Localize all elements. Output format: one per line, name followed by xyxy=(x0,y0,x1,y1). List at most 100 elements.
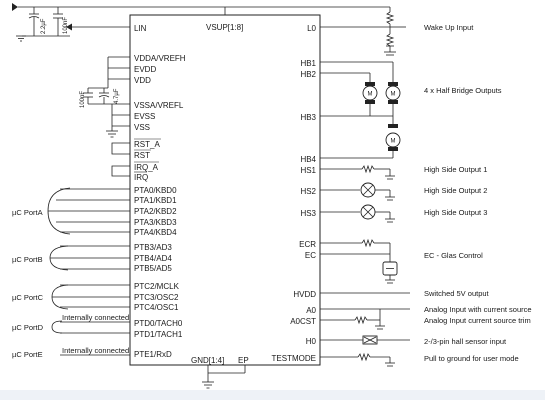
pin-vdd: VDD xyxy=(134,76,151,85)
hs1-circuit xyxy=(320,164,395,180)
chip-vsup-label: VSUP[1:8] xyxy=(206,23,243,32)
pin-pta1: PTA1/KBD1 xyxy=(134,196,177,205)
pin-ptc3: PTC3/OSC2 xyxy=(134,293,179,302)
pin-hb1: HB1 xyxy=(300,59,316,68)
right-pin-labels: L0 HB1 HB2 HB3 HB4 HS1 HS2 HS3 ECR EC HV… xyxy=(272,24,317,363)
resistor-icon xyxy=(357,352,371,362)
motor-label: M xyxy=(391,139,396,145)
hs2-label: High Side Output 2 xyxy=(424,186,487,195)
testmode-label: Pull to ground for user mode xyxy=(424,354,519,363)
resistor-icon xyxy=(385,33,395,47)
resistor-icon xyxy=(385,11,395,25)
port-e-label: µC PortE xyxy=(12,350,43,359)
half-bridge-circuit: M M M xyxy=(320,61,401,159)
ec-circuit xyxy=(320,238,398,284)
cap-100n-vdd-label: 100nF xyxy=(80,91,86,108)
left-pin-labels: LIN VDDA/VREFH EVDD VDD VSSA/VREFL EVSS … xyxy=(134,24,186,359)
resistor-icon xyxy=(361,238,375,248)
port-d-label: µC PortD xyxy=(12,323,44,332)
pin-vss: VSS xyxy=(134,123,150,132)
pin-rst-a: RST_A xyxy=(134,140,160,149)
pin-irq-a: IRQ_A xyxy=(134,163,159,172)
pin-ptc4: PTC4/OSC1 xyxy=(134,303,179,312)
hs1-label: High Side Output 1 xyxy=(424,165,487,174)
pin-lin: LIN xyxy=(134,24,147,33)
a0cst-label: Analog Input current source trim xyxy=(424,316,531,325)
chip-gnd-label: GND[1:4] xyxy=(191,356,224,365)
irq-loop xyxy=(111,165,130,177)
vdd-decoupling: 100nF 4.7µF xyxy=(80,56,130,138)
pin-ptc2: PTC2/MCLK xyxy=(134,282,180,291)
port-b-bus xyxy=(49,245,130,271)
pin-ptd0: PTD0/TACH0 xyxy=(134,319,183,328)
pin-testmode: TESTMODE xyxy=(272,354,316,363)
hvdd-label: Switched 5V output xyxy=(424,289,490,298)
internal-note-d: Internally connected xyxy=(62,313,129,322)
pin-ptb3: PTB3/AD3 xyxy=(134,243,172,252)
wake-up-circuit xyxy=(320,7,406,56)
hs2-circuit xyxy=(320,182,395,201)
chip-ground xyxy=(202,365,246,389)
footer-bar xyxy=(0,390,545,400)
pin-ecr: ECR xyxy=(299,240,316,249)
lin-arrow-icon xyxy=(66,23,72,31)
pin-ptb5: PTB5/AD5 xyxy=(134,264,172,273)
pin-hvdd: HVDD xyxy=(293,290,316,299)
port-b-label: µC PortB xyxy=(12,255,43,264)
pin-pte1: PTE1/RxD xyxy=(134,350,172,359)
port-c-bus xyxy=(51,284,130,310)
half-bridge-label: 4 x Half Bridge Outputs xyxy=(424,86,502,95)
rst-loop xyxy=(111,142,130,155)
capacitor-plate-curved xyxy=(98,95,110,98)
port-a-bus xyxy=(47,187,130,235)
pin-pta0: PTA0/KBD0 xyxy=(134,186,177,195)
pin-a0: A0 xyxy=(306,306,316,315)
pin-hs3: HS3 xyxy=(300,209,316,218)
pin-hs2: HS2 xyxy=(300,187,316,196)
hs3-circuit xyxy=(320,204,395,223)
pin-vdda: VDDA/VREFH xyxy=(134,54,186,63)
pin-rst: RST xyxy=(134,151,150,160)
chip-ep-label: EP xyxy=(238,356,249,365)
pin-hb2: HB2 xyxy=(300,70,316,79)
motor-label: M xyxy=(391,92,396,98)
pin-hb4: HB4 xyxy=(300,155,316,164)
port-d-bus xyxy=(51,320,130,334)
hs3-label: High Side Output 3 xyxy=(424,208,487,217)
pin-l0: L0 xyxy=(307,24,316,33)
pin-vssa: VSSA/VREFL xyxy=(134,101,184,110)
pin-evdd: EVDD xyxy=(134,65,156,74)
pin-pta4: PTA4/KBD4 xyxy=(134,228,177,237)
pin-a0cst: A0CST xyxy=(290,317,316,326)
pin-h0: H0 xyxy=(306,337,317,346)
a0-label: Analog Input with current source xyxy=(424,305,532,314)
analog-input-circuit xyxy=(320,308,410,330)
pin-hs1: HS1 xyxy=(300,166,316,175)
chip-body xyxy=(129,14,321,366)
pin-ptd1: PTD1/TACH1 xyxy=(134,330,183,339)
resistor-icon xyxy=(361,164,375,174)
pin-pta3: PTA3/KBD3 xyxy=(134,218,177,227)
pin-irq: IRQ xyxy=(134,173,148,182)
pin-evss: EVSS xyxy=(134,112,155,121)
ec-label: EC - Glas Control xyxy=(424,251,483,260)
resistor-icon xyxy=(354,315,368,325)
supply-capacitors: 2.2µF 100nF xyxy=(12,3,390,42)
hall-sensor-circuit xyxy=(320,335,410,345)
pin-ptb4: PTB4/AD4 xyxy=(134,254,172,263)
capacitor-plate-curved xyxy=(28,16,40,19)
pin-pta2: PTA2/KBD2 xyxy=(134,207,177,216)
testmode-circuit xyxy=(320,352,395,367)
pin-ec: EC xyxy=(305,251,316,260)
motor-label: M xyxy=(368,92,373,98)
port-a-label: µC PortA xyxy=(12,208,43,217)
port-c-label: µC PortC xyxy=(12,293,44,302)
pin-hb3: HB3 xyxy=(300,113,316,122)
cap-4u7-label: 4.7µF xyxy=(114,88,120,104)
cap-2u2-label: 2.2µF xyxy=(41,18,47,34)
vsup-arrow-icon xyxy=(12,3,18,11)
cap-100n-label: 100nF xyxy=(63,17,69,34)
h0-label: 2-/3-pin hall sensor input xyxy=(424,337,507,346)
wake-up-label: Wake Up Input xyxy=(424,23,474,32)
